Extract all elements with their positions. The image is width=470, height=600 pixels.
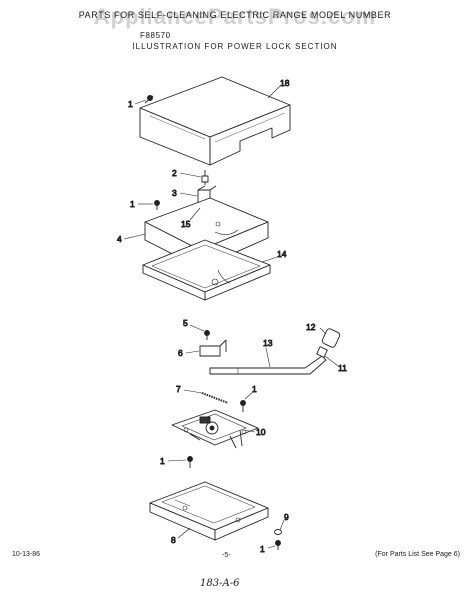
lock-motor-part-10 (171, 409, 259, 449)
callout-1: 1 (252, 384, 257, 394)
callout-7: 7 (176, 384, 181, 394)
callout-5: 5 (183, 318, 188, 328)
callout-8: 8 (171, 535, 176, 545)
screw-icon (187, 456, 193, 468)
spring-part-7 (201, 392, 229, 404)
leader-lines (123, 85, 339, 549)
section-title: ILLUSTRATION FOR POWER LOCK SECTION (132, 42, 338, 51)
callout-1: 1 (128, 99, 133, 109)
header: PARTS FOR SELF-CLEANING ELECTRIC RANGE M… (0, 10, 470, 21)
plate-part-14 (142, 239, 271, 301)
knob-part-12 (321, 328, 341, 348)
footer-date: 10-13-86 (12, 551, 41, 558)
page-number: -5- (222, 552, 231, 559)
callout-3: 3 (172, 188, 177, 198)
callout-10: 10 (256, 427, 266, 437)
callout-2: 2 (172, 168, 177, 178)
callout-6: 6 (178, 348, 183, 358)
bolt-part-2 (201, 170, 209, 185)
callout-4: 4 (117, 234, 122, 244)
pin-part-11 (316, 346, 328, 358)
model-number: F88570 (140, 31, 171, 40)
washer-part-9 (274, 529, 282, 535)
callout-9: 9 (284, 512, 289, 522)
header-title: PARTS FOR SELF-CLEANING ELECTRIC RANGE M… (78, 10, 392, 20)
parts-list-note: (For Parts List See Page 6) (375, 551, 460, 558)
screw-icon (275, 540, 281, 550)
watermark: AppliancePartsPros.com (93, 4, 377, 29)
callout-13: 13 (263, 338, 273, 348)
screw-icon (154, 200, 160, 210)
callout-15: 15 (181, 219, 191, 229)
screw-icon (240, 400, 246, 412)
clip-part-6 (199, 339, 227, 357)
callout-14: 14 (277, 249, 287, 259)
callout-1: 1 (260, 544, 265, 554)
rod-part-13 (209, 355, 327, 375)
callout-18: 18 (280, 78, 290, 88)
callout-1: 1 (160, 456, 165, 466)
screw-icon (204, 330, 210, 340)
screw-icon (144, 95, 154, 104)
base-tray-part-8 (149, 481, 269, 541)
callout-11: 11 (338, 363, 347, 373)
handwritten-note: 183-A-6 (200, 578, 240, 589)
callout-12: 12 (306, 322, 316, 332)
cover-part-18 (139, 76, 291, 166)
callout-1: 1 (130, 199, 135, 209)
